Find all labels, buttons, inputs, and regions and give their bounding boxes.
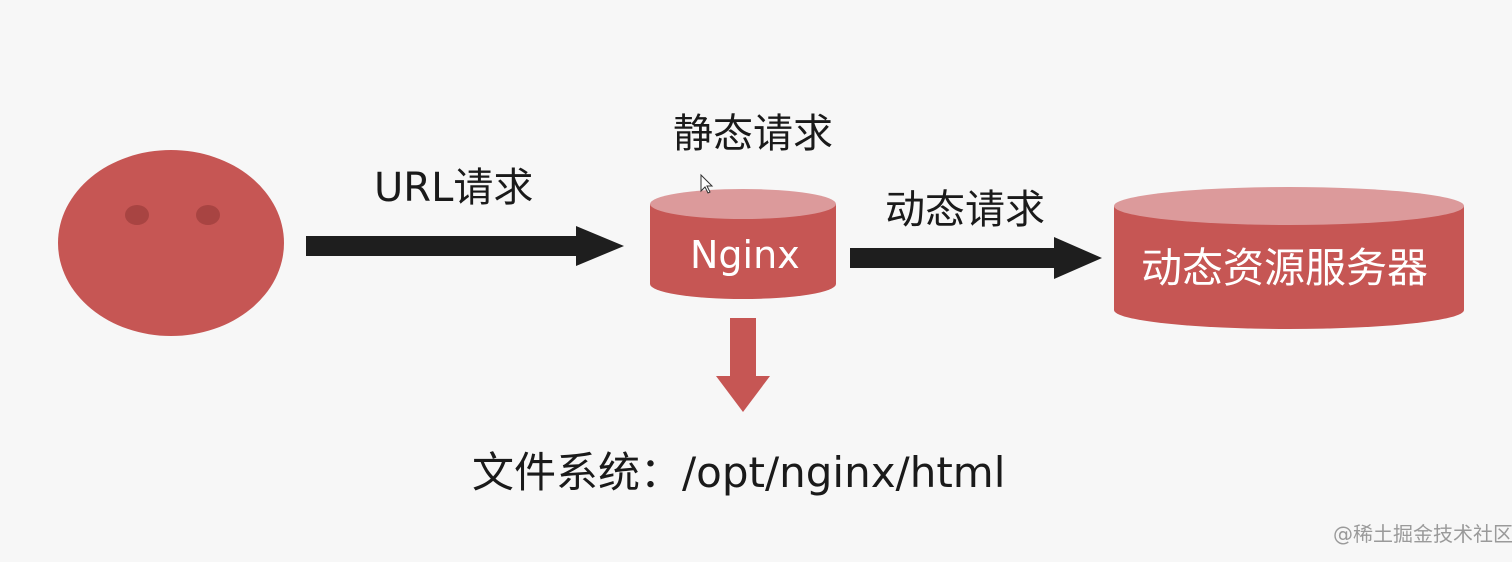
mouse-cursor-icon (700, 173, 714, 194)
file-system-arrow (716, 318, 770, 412)
watermark: @稀土掘金技术社区 (1333, 522, 1512, 546)
client-face-left-eye (125, 205, 149, 225)
dynamic-request-label: 动态请求 (885, 187, 1045, 233)
dynamic-server-node (1114, 187, 1464, 329)
nginx-node (650, 189, 836, 299)
client-face (58, 150, 284, 336)
client-face-right-eye (196, 205, 220, 225)
url-request-label: URL请求 (374, 165, 534, 211)
dynamic-request-arrow (850, 237, 1102, 279)
client-face-head (58, 150, 284, 336)
url-request-arrow (306, 226, 624, 266)
static-request-label: 静态请求 (673, 111, 833, 157)
dynamic-server-label: 动态资源服务器 (1141, 244, 1428, 292)
file-system-label: 文件系统：/opt/nginx/html (472, 448, 1006, 497)
nginx-label: Nginx (690, 233, 800, 277)
